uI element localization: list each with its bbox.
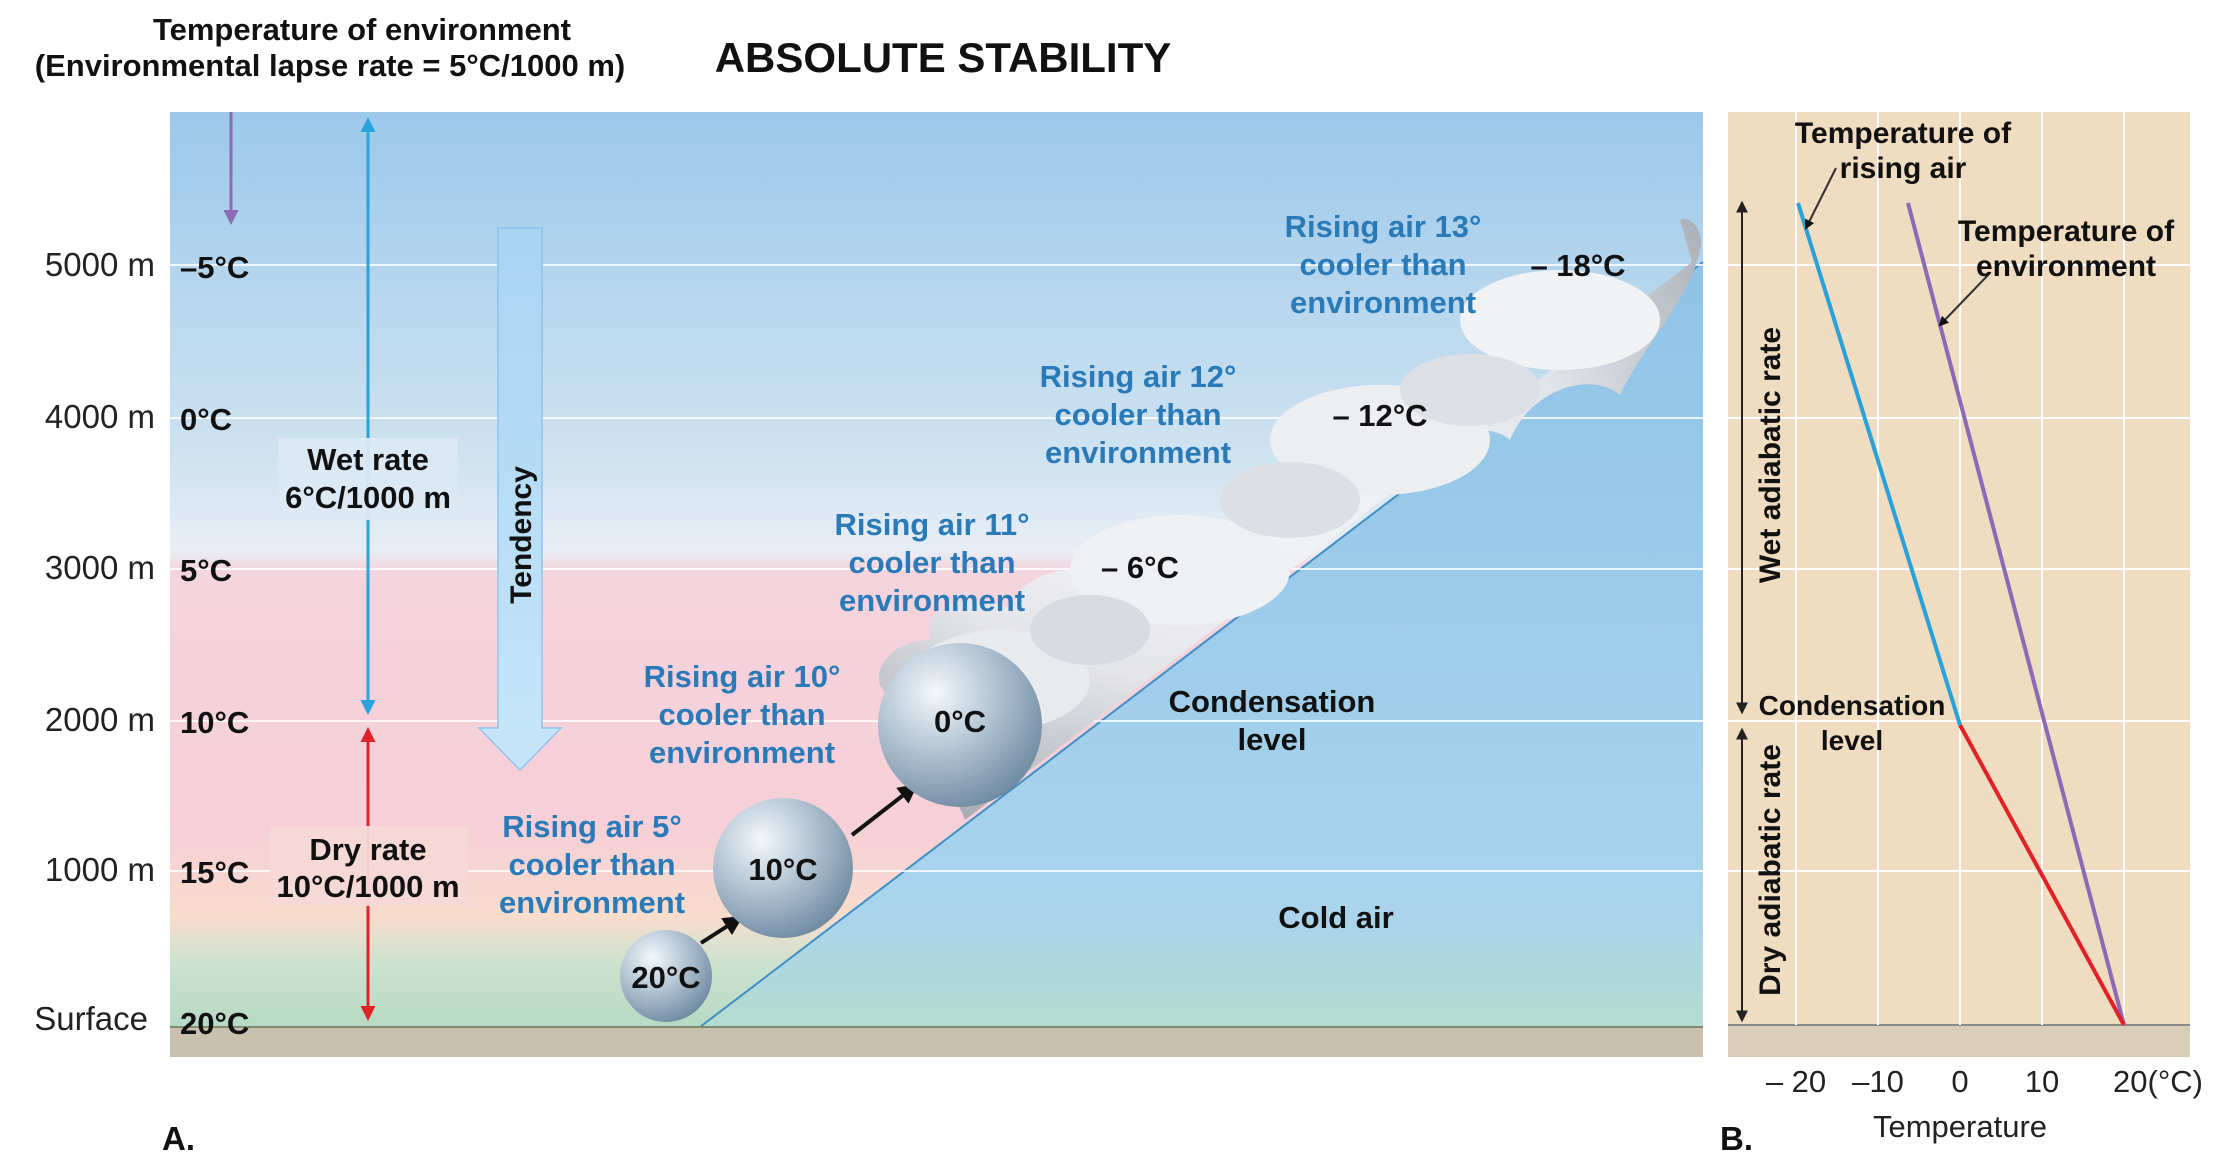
env-temp-label: 0°C [180, 402, 232, 437]
altitude-label: Surface [34, 1000, 148, 1037]
rising-note-line: environment [1045, 435, 1231, 470]
cloud-temp: – 6°C [1101, 550, 1179, 585]
parcel-temp: 0°C [934, 704, 986, 739]
cloud-temp: – 18°C [1530, 248, 1625, 283]
panel-a-label: A. [162, 1120, 195, 1157]
condensation-level-line2: level [1238, 722, 1307, 757]
tendency-label: Tendency [505, 466, 538, 604]
env-temp-label: –5°C [180, 250, 249, 285]
x-axis-label: Temperature [1873, 1109, 2047, 1144]
wet-rate-label: Wet rate 6°C/1000 m [278, 438, 458, 520]
x-tick: 10 [2025, 1064, 2059, 1099]
cold-air-label: Cold air [1278, 900, 1393, 935]
ground [170, 1027, 1703, 1057]
env-note-line1: Temperature of environment [153, 12, 571, 47]
wet-adiabatic-line [1796, 202, 1962, 726]
rising-note-line: cooler than [848, 545, 1015, 580]
altitude-label: 1000 m [45, 851, 155, 888]
rising-note-line: Rising air 13° [1285, 209, 1482, 244]
rising-note-line: environment [1290, 285, 1476, 320]
parcel-temp: 10°C [748, 852, 817, 887]
altitude-label: 5000 m [45, 246, 155, 283]
altitude-label: 2000 m [45, 701, 155, 738]
rising-note-line: Rising air 10° [644, 659, 841, 694]
rising-air-label-line1: Temperature of [1795, 117, 2012, 150]
panel-b-gridlines [1728, 112, 2190, 1025]
rising-note-line: Rising air 11° [834, 507, 1029, 542]
cloud-temp: – 12°C [1332, 398, 1427, 433]
environment-label-line1: Temperature of [1958, 215, 2175, 248]
x-tick: – 20 [1766, 1064, 1826, 1099]
dry-rate-line2: 10°C/1000 m [276, 869, 459, 904]
wet-rate-line1: Wet rate [307, 442, 429, 477]
condensation-level-line1: Condensation [1169, 684, 1376, 719]
tendency-arrow [477, 227, 563, 772]
parcel-arrow-2 [850, 783, 919, 837]
env-temp-label: 5°C [180, 553, 232, 588]
environment-line [1906, 202, 2126, 1026]
parcel-temp: 20°C [631, 960, 700, 995]
env-temp-label: 10°C [180, 705, 249, 740]
parcel-ball-0c [878, 643, 1042, 807]
environment-pointer [1938, 272, 1991, 327]
rising-note-line: cooler than [1299, 247, 1466, 282]
wet-rate-line2: 6°C/1000 m [285, 480, 451, 515]
dry-rate-label: Dry rate 10°C/1000 m [270, 826, 468, 906]
panel-b [1728, 112, 2190, 1057]
rising-note-line: Rising air 12° [1040, 359, 1237, 394]
altitude-label: 4000 m [45, 398, 155, 435]
rising-air-label-line2: rising air [1840, 152, 1967, 185]
dry-rate-line1: Dry rate [309, 832, 426, 867]
rising-note-line: Rising air 5° [502, 809, 682, 844]
wet-adiabatic-rate-label: Wet adiabatic rate [1754, 327, 1787, 583]
graph-condensation-line1: Condensation [1759, 690, 1946, 721]
rising-air-pointer [1805, 167, 1837, 230]
parcel-arrow-1 [699, 915, 744, 945]
env-temp-label: 20°C [180, 1006, 249, 1041]
altitude-label: 3000 m [45, 549, 155, 586]
environment-label-line2: environment [1976, 250, 2156, 283]
rising-note-line: cooler than [1054, 397, 1221, 432]
dry-adiabatic-rate-label: Dry adiabatic rate [1754, 744, 1787, 996]
rising-note-line: environment [839, 583, 1025, 618]
parcel-ball-20c [620, 930, 712, 1022]
rising-note-line: environment [649, 735, 835, 770]
x-tick: –10 [1852, 1064, 1904, 1099]
page-title: ABSOLUTE STABILITY [715, 34, 1172, 81]
dry-adiabatic-line [1958, 724, 2126, 1026]
graph-condensation-line2: level [1821, 725, 1883, 756]
rising-note-line: environment [499, 885, 685, 920]
x-tick: 20(°C) [2113, 1064, 2203, 1099]
x-tick: 0 [1951, 1064, 1968, 1099]
rising-note-line: cooler than [658, 697, 825, 732]
cloud [878, 219, 1701, 820]
rising-note-line: cooler than [508, 847, 675, 882]
env-temp-label: 15°C [180, 855, 249, 890]
parcel-ball-10c [713, 798, 853, 938]
env-note-line2: (Environmental lapse rate = 5°C/1000 m) [35, 48, 625, 83]
panel-b-label: B. [1720, 1120, 1753, 1157]
